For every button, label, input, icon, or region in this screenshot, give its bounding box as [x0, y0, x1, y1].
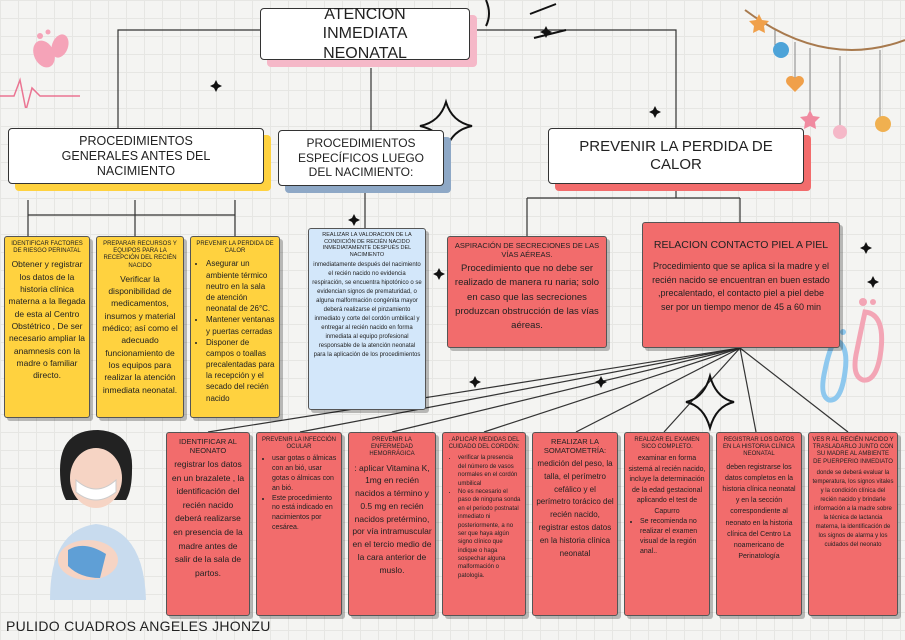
- box-item: No es necesario el paso de ninguna sonda…: [458, 488, 522, 580]
- bottom-box-identify-neonate: IDENTIFICAR AL NEONATO registrar los dat…: [166, 432, 250, 616]
- box-body: Obtener y registrar los datos de la hist…: [8, 258, 86, 381]
- box-body: deben registrarse los datos completos en…: [720, 462, 798, 563]
- box-title: ASPIRACIÓN DE SECRECIONES DE LAS VÍAS AÉ…: [453, 241, 601, 259]
- author-name: PULIDO CUADROS ANGELES JHONZU: [6, 618, 271, 634]
- box-title: REGISTRAR LOS DATOS EN LA HISTORIA CLÍNI…: [720, 437, 798, 459]
- general-box-risk-factors: IDENTIFICAR FACTORES DE RIESGO PERINATAL…: [4, 236, 90, 418]
- box-item: Este procedimiento no está indicado en n…: [272, 494, 338, 533]
- section-general-label: PROCEDIMIENTOS GENERALES ANTES DEL NACIM…: [41, 134, 231, 179]
- section-specific-label: PROCEDIMIENTOS ESPECÍFICOS LUEGO DEL NAC…: [291, 136, 431, 179]
- baby-mobile-icon: [735, 0, 905, 140]
- box-body: donde se deberá evaluar la temperatura, …: [812, 469, 894, 550]
- box-body: : aplicar Vitamina K, 1mg en recién naci…: [352, 462, 432, 577]
- box-title: PREVENIR LA PERDIDA DE CALOR: [194, 241, 276, 255]
- bottom-box-eye-infection: PREVENIR LA INFECCIÓN OCULAR usar gotas …: [256, 432, 342, 616]
- box-item: Asegurar un ambiente térmico neutro en l…: [206, 258, 276, 314]
- heat-box-skin-to-skin: RELACION CONTACTO PIEL A PIEL Procedimie…: [642, 222, 840, 348]
- general-box-prepare-resources: PREPARAR RECURSOS Y EQUIPOS PARA LA RECE…: [96, 236, 184, 418]
- nurse-holding-baby-illustration: [40, 420, 165, 600]
- box-body: Verificar la disponibilidad de medicamen…: [100, 273, 180, 396]
- main-title: ATENCION INMEDIATA NEONATAL: [295, 5, 435, 63]
- section-heat-label: PREVENIR LA PERDIDA DE CALOR: [576, 138, 776, 174]
- section-general-header: PROCEDIMIENTOS GENERALES ANTES DEL NACIM…: [8, 128, 264, 184]
- box-item: verificar la presencia del número de vas…: [458, 454, 522, 488]
- bottom-box-hemorrhagic-disease: PREVENIR LA ENFERMEDAD HEMORRÁGICA : apl…: [348, 432, 436, 616]
- box-body: examinar en forma sistemá al recién naci…: [628, 454, 706, 517]
- section-heat-header: PREVENIR LA PERDIDA DE CALOR: [548, 128, 804, 184]
- bottom-box-register-data: REGISTRAR LOS DATOS EN LA HISTORIA CLÍNI…: [716, 432, 802, 616]
- specific-box-assessment: REALIZAR LA VALORACION DE LA CONDICIÓN D…: [308, 228, 426, 410]
- main-title-box: ATENCION INMEDIATA NEONATAL: [260, 8, 470, 60]
- box-title: PREPARAR RECURSOS Y EQUIPOS PARA LA RECE…: [100, 241, 180, 270]
- box-title: REALIZAR LA SOMATOMETRÍA:: [536, 437, 614, 455]
- bottom-box-cord-care: . APLICAR MEDIDAS DEL CUIDADO DEL CORDÓN…: [442, 432, 526, 616]
- box-item: Disponer de campos o toallas precalentad…: [206, 337, 276, 404]
- bottom-box-physical-exam: REALIZAR EL EXAMEN SICO COMPLETO. examin…: [624, 432, 710, 616]
- box-body: Procedimiento que no debe ser realizado …: [453, 262, 601, 333]
- box-body: Procedimiento que se aplica si la madre …: [651, 260, 831, 316]
- box-item: Se recomienda no realizar el examen visu…: [640, 517, 706, 556]
- box-title: REALIZAR EL EXAMEN SICO COMPLETO.: [628, 437, 706, 451]
- box-item: usar gotas o álmicas con an bió, usar go…: [272, 454, 338, 493]
- bottom-box-somatometry: REALIZAR LA SOMATOMETRÍA: medición del p…: [532, 432, 618, 616]
- bottom-box-transfer: VES R AL RECIÉN NACIDO Y TRASLADARLO JUN…: [808, 432, 898, 616]
- box-body: registrar los datos en un brazalete , la…: [170, 458, 246, 580]
- box-title: PREVENIR LA ENFERMEDAD HEMORRÁGICA: [352, 437, 432, 459]
- box-body: inmediatamente después del nacimiento el…: [312, 261, 422, 360]
- box-title: VES R AL RECIÉN NACIDO Y TRASLADARLO JUN…: [812, 437, 894, 466]
- box-item: Mantener ventanas y puertas cerradas: [206, 314, 276, 336]
- box-title: IDENTIFICAR FACTORES DE RIESGO PERINATAL: [8, 241, 86, 255]
- box-title: REALIZAR LA VALORACION DE LA CONDICIÓN D…: [312, 232, 422, 258]
- general-box-prevent-heat-loss: PREVENIR LA PERDIDA DE CALOR Asegurar un…: [190, 236, 280, 418]
- box-title: PREVENIR LA INFECCIÓN OCULAR: [260, 437, 338, 451]
- section-specific-header: PROCEDIMIENTOS ESPECÍFICOS LUEGO DEL NAC…: [278, 130, 444, 186]
- box-body: medición del peso, la talla, el perímetr…: [536, 458, 614, 560]
- box-title: . APLICAR MEDIDAS DEL CUIDADO DEL CORDÓN…: [446, 437, 522, 451]
- box-title: IDENTIFICAR AL NEONATO: [170, 437, 246, 455]
- baby-footprint-icon: [0, 18, 80, 108]
- heat-box-airway-suction: ASPIRACIÓN DE SECRECIONES DE LAS VÍAS AÉ…: [447, 236, 607, 348]
- box-title: RELACION CONTACTO PIEL A PIEL: [651, 239, 831, 252]
